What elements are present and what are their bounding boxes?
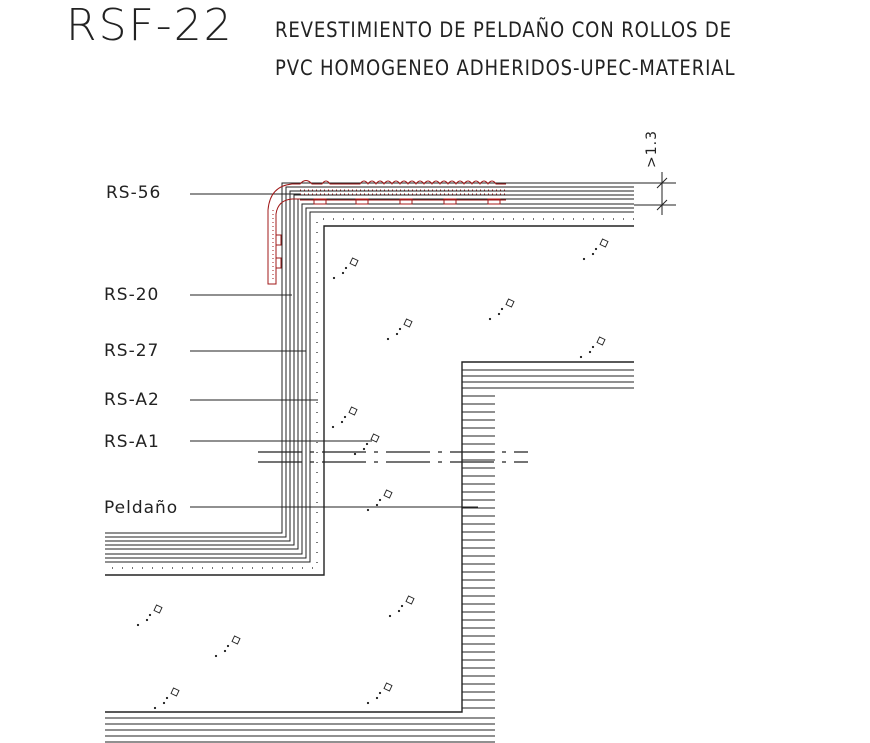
aggregate-stone	[405, 595, 415, 605]
pvc-nosing-profile	[267, 180, 506, 285]
aggregate-dot	[397, 609, 401, 613]
break-line	[258, 451, 528, 463]
label-rs-a1: RS-A1	[104, 432, 160, 452]
concrete-aggregate	[136, 238, 609, 710]
aggregate-dot	[375, 503, 379, 507]
aggregate-dot	[378, 498, 382, 502]
label-rs-a2: RS-A2	[104, 390, 160, 410]
aggregate-dot	[395, 332, 399, 336]
aggregate-stone	[596, 336, 606, 346]
aggregate-stone	[370, 433, 380, 443]
aggregate-stone	[383, 489, 393, 499]
aggregate-dot	[145, 618, 149, 622]
dimension-label: >1.3	[644, 130, 660, 168]
aggregate-dot	[365, 442, 369, 446]
aggregate-dot	[214, 654, 218, 658]
aggregate-dot	[165, 696, 169, 700]
aggregate-dot	[136, 623, 140, 627]
label-rs-56: RS-56	[106, 183, 162, 203]
label-rs-27: RS-27	[104, 341, 160, 361]
drawing-code: RSF-22	[66, 0, 234, 51]
aggregate-dot	[497, 312, 501, 316]
aggregate-dot	[223, 649, 227, 653]
aggregate-dot	[162, 701, 166, 705]
aggregate-stone	[349, 257, 359, 267]
finish-layers	[105, 182, 634, 569]
drawing-title-line-1: REVESTIMIENTO DE PELDAÑO CON ROLLOS DE	[275, 18, 732, 42]
aggregate-dot	[362, 447, 366, 451]
aggregate-dot	[398, 327, 402, 331]
aggregate-dot	[386, 337, 390, 341]
aggregate-dot	[226, 644, 230, 648]
aggregate-dot	[388, 614, 392, 618]
aggregate-dot	[148, 613, 152, 617]
label-rs-20: RS-20	[104, 285, 160, 305]
aggregate-stone	[599, 238, 609, 248]
aggregate-dot	[582, 257, 586, 261]
aggregate-dot	[340, 420, 344, 424]
aggregate-stone	[505, 298, 515, 308]
lower-step-hatch	[462, 395, 495, 709]
aggregate-dot	[366, 701, 370, 705]
aggregate-dot	[353, 452, 357, 456]
aggregate-stone	[231, 635, 241, 645]
aggregate-dot	[366, 508, 370, 512]
drawing-title-line-2: PVC HOMOGENEO ADHERIDOS-UPEC-MATERIAL	[275, 56, 736, 80]
aggregate-dot	[375, 696, 379, 700]
aggregate-dot	[331, 425, 335, 429]
aggregate-stone	[348, 406, 358, 416]
aggregate-stone	[403, 318, 413, 328]
aggregate-stone	[170, 687, 180, 697]
aggregate-dot	[378, 691, 382, 695]
aggregate-dot	[153, 706, 157, 710]
aggregate-dot	[579, 355, 583, 359]
leader-lines	[190, 193, 478, 508]
dimension-marker	[634, 172, 676, 215]
aggregate-dot	[344, 266, 348, 270]
aggregate-stone	[153, 604, 163, 614]
aggregate-dot	[343, 415, 347, 419]
aggregate-dot	[341, 271, 345, 275]
aggregate-dot	[488, 317, 492, 321]
aggregate-dot	[332, 276, 336, 280]
lower-step	[105, 361, 634, 743]
aggregate-dot	[594, 247, 598, 251]
aggregate-stone	[383, 682, 393, 692]
aggregate-dot	[500, 307, 504, 311]
aggregate-dot	[400, 604, 404, 608]
aggregate-dot	[591, 252, 595, 256]
label-peldano: Peldaño	[104, 498, 179, 518]
aggregate-dot	[588, 350, 592, 354]
aggregate-dot	[591, 345, 595, 349]
upper-step-concrete	[105, 225, 634, 576]
